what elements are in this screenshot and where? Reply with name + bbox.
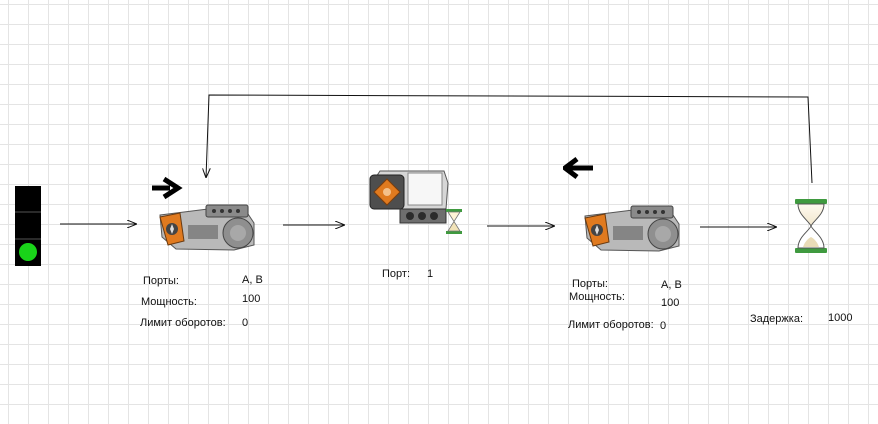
- traffic-light-icon: [15, 186, 41, 266]
- motor1-ports-value: A, B: [242, 274, 263, 286]
- sensor-port-label: Порт:: [382, 268, 410, 280]
- motor2-ports-label: Порты:: [572, 278, 608, 290]
- motor1-power-label: Мощность:: [141, 296, 197, 308]
- motor-backward-graphic: [563, 157, 680, 252]
- touch-wait-block[interactable]: [362, 165, 472, 237]
- loop-back-wire: [206, 94, 813, 184]
- delay-block[interactable]: [795, 199, 827, 253]
- nxt-motor-icon: [584, 205, 680, 252]
- motor-forward-block[interactable]: [150, 175, 265, 255]
- motor2-ports-value: A, B: [661, 279, 682, 291]
- motor2-power-label: Мощность:: [569, 291, 625, 303]
- motor2-limit-label: Лимит оборотов:: [568, 319, 654, 331]
- arrow-left-icon: [563, 157, 593, 179]
- motor2-power-value: 100: [661, 297, 680, 309]
- motor1-power-value: 100: [242, 293, 261, 305]
- motor1-limit-value: 0: [242, 317, 249, 329]
- hourglass-icon: [795, 199, 827, 253]
- motor-backward-block[interactable]: [563, 155, 688, 255]
- motor2-limit-value: 0: [660, 320, 667, 332]
- nxt-touch-sensor-icon: [369, 170, 449, 224]
- hourglass-icon: [446, 209, 462, 234]
- sensor-port-value: 1: [427, 268, 434, 280]
- motor1-limit-label: Лимит оборотов:: [140, 317, 226, 329]
- delay-label: Задержка:: [750, 313, 804, 325]
- arrow-right-icon: [152, 176, 183, 200]
- delay-value: 1000: [828, 312, 853, 324]
- touch-wait-graphic: [369, 170, 462, 234]
- start-block[interactable]: [15, 186, 41, 266]
- motor1-ports-label: Порты:: [143, 275, 179, 287]
- motor-forward-graphic: [152, 176, 255, 251]
- nxt-motor-icon: [159, 204, 255, 251]
